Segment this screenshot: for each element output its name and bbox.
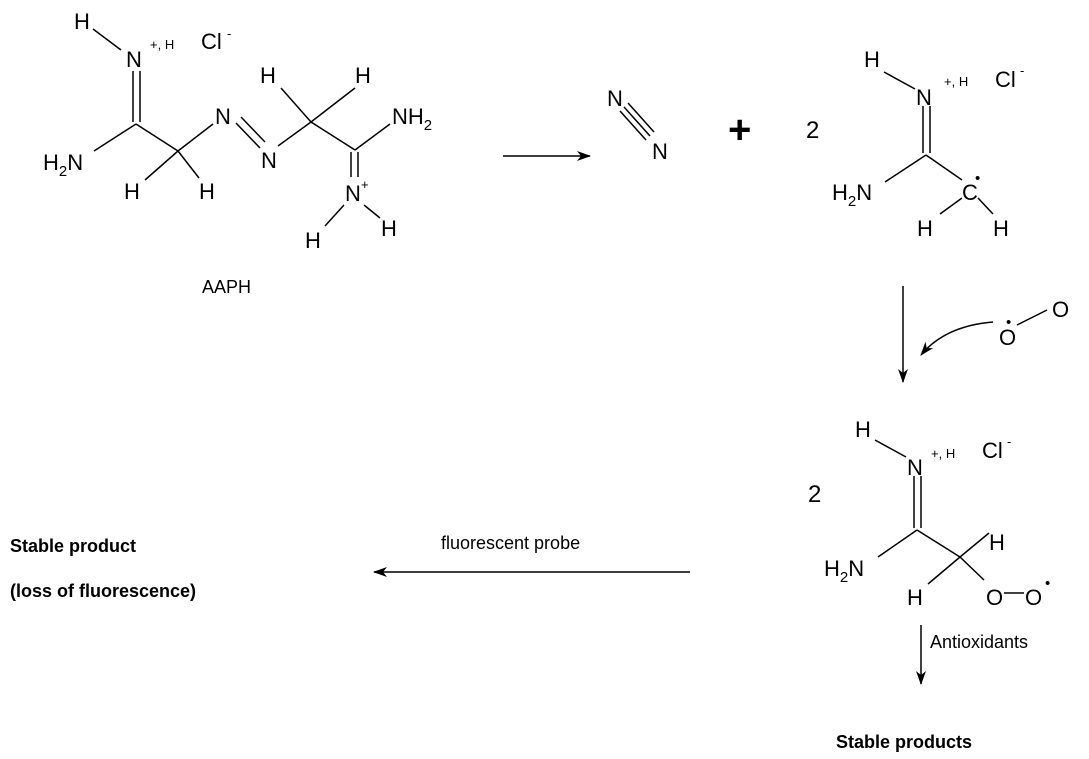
bond-c-nh2 xyxy=(93,123,137,152)
n2-nitrogen-1: N xyxy=(607,86,623,111)
triple-bond-b xyxy=(627,102,655,133)
peroxyl-coefficient: 2 xyxy=(808,481,821,508)
aaph-ch2-hydrogen-right: H xyxy=(355,63,371,88)
radical-positive-charge: +, H xyxy=(944,74,968,89)
aaph-caption: AAPH xyxy=(202,277,251,297)
aaph-protonated-nitrogen: N xyxy=(345,181,361,206)
loss-of-fluorescence-label: (loss of fluorescence) xyxy=(10,581,196,601)
radical-dot: • xyxy=(975,170,980,187)
aaph-azo-nitrogen-2: N xyxy=(261,148,277,173)
radical-bond-c-c xyxy=(925,154,963,181)
aaph-positive-charge: +, H xyxy=(150,37,174,52)
radical-bond-c-nh2 xyxy=(884,154,927,183)
peroxyl-ch-hydrogen-bottom: H xyxy=(907,585,923,610)
radical-chloride-charge: - xyxy=(1020,63,1024,78)
bond-azo-ch2 xyxy=(277,121,312,147)
radical-bond-c-h-right xyxy=(977,197,994,215)
radical-ch-hydrogen-left: H xyxy=(917,216,933,241)
stable-products-label: Stable products xyxy=(836,732,972,752)
antioxidants-label: Antioxidants xyxy=(930,632,1028,652)
plus-sign: + xyxy=(728,108,751,152)
aaph-hydrogen: H xyxy=(74,9,90,34)
peroxyl-positive-charge: +, H xyxy=(931,446,955,461)
bond-nplus-h-right xyxy=(363,204,381,219)
radical-hydrogen: H xyxy=(864,47,880,72)
aaph-imine-nitrogen: N xyxy=(126,47,142,72)
aaph-ch-hydrogen-right: H xyxy=(199,179,215,204)
aaph-azo-nitrogen-1: N xyxy=(215,104,231,129)
peroxyl-ch-hydrogen-top: H xyxy=(989,530,1005,555)
curved-arrow xyxy=(920,321,994,356)
oxygen-atom-1: O xyxy=(999,325,1016,350)
radical-bond-h-n xyxy=(883,71,916,90)
peroxyl-chloride-charge: - xyxy=(1007,434,1011,449)
oxygen-bond xyxy=(1016,309,1048,326)
aaph-ch-hydrogen-left: H xyxy=(124,179,140,204)
radical-imine-nitrogen: N xyxy=(916,85,932,110)
triple-bond-c xyxy=(619,110,647,141)
peroxyl-bond-c-h-top xyxy=(959,532,990,558)
aaph-chloride-charge: - xyxy=(227,26,231,41)
azo-double-bond-b xyxy=(240,116,266,143)
radical-carbon: C xyxy=(962,180,978,205)
peroxyl-bond-h-n xyxy=(874,439,907,458)
bond-ch2-h-left xyxy=(280,87,312,123)
carbon-radical-molecule: 2 H N +, H Cl - H2N C • H H xyxy=(806,47,1024,241)
aaph-nitrogen-positive-charge: + xyxy=(361,177,369,192)
peroxyl-bond-c-c xyxy=(916,529,961,558)
bond-ch-azo xyxy=(177,123,214,152)
triple-bond-a xyxy=(623,106,651,137)
radical-bond-c-h-left xyxy=(939,197,963,215)
radical-chloride: Cl xyxy=(995,67,1016,92)
aaph-ch2-hydrogen-left: H xyxy=(260,63,276,88)
aaph-nh2-group: NH2 xyxy=(392,104,432,134)
bond-ch-h-right xyxy=(177,150,200,179)
oxygen-atom-2: O xyxy=(1052,297,1069,322)
aaph-nplus-hydrogen-left: H xyxy=(305,228,321,253)
peroxyl-radical-dot: • xyxy=(1045,575,1050,592)
peroxyl-hydrogen: H xyxy=(855,417,871,442)
fluorescent-probe-label: fluorescent probe xyxy=(441,533,580,553)
bond-h-n-imine xyxy=(92,28,122,51)
aaph-molecule: H N +, H Cl - H2N H H N N H H NH2 N + H … xyxy=(43,9,432,297)
peroxyl-bond-c-o xyxy=(959,556,985,581)
nitrogen-molecule: N N xyxy=(607,86,668,164)
peroxyl-amine-group: H2N xyxy=(824,556,864,586)
oxygen-molecule: O • O xyxy=(999,297,1069,350)
aaph-nplus-hydrogen-right: H xyxy=(381,216,397,241)
bond-nplus-h-left xyxy=(324,204,345,227)
azo-double-bond-a xyxy=(235,122,261,149)
peroxyl-chloride: Cl xyxy=(982,438,1003,463)
radical-coefficient: 2 xyxy=(806,117,819,144)
bond-ch2-h-right xyxy=(310,87,356,123)
aaph-amine-group: H2N xyxy=(43,150,83,180)
bond-c-ch xyxy=(135,123,179,152)
bond-ch-h-left xyxy=(144,150,179,181)
aaph-chloride: Cl xyxy=(201,29,222,54)
stable-product-label: Stable product xyxy=(10,536,136,556)
radical-ch-hydrogen-right: H xyxy=(993,216,1009,241)
peroxyl-oxygen-1: O xyxy=(986,585,1003,610)
peroxyl-radical-molecule: 2 H N +, H Cl - H2N H H O O • xyxy=(808,417,1050,610)
peroxyl-oxygen-2: O xyxy=(1025,585,1042,610)
n2-nitrogen-2: N xyxy=(652,139,668,164)
peroxyl-bond-c-h-bottom xyxy=(927,556,961,585)
oxygen-radical-dot: • xyxy=(1006,314,1011,331)
bond-ch2-c xyxy=(310,121,356,151)
radical-amine-group: H2N xyxy=(832,180,872,210)
peroxyl-bond-c-nh2 xyxy=(877,529,918,558)
bond-c-nh2-right xyxy=(354,123,391,151)
peroxyl-imine-nitrogen: N xyxy=(907,455,923,480)
